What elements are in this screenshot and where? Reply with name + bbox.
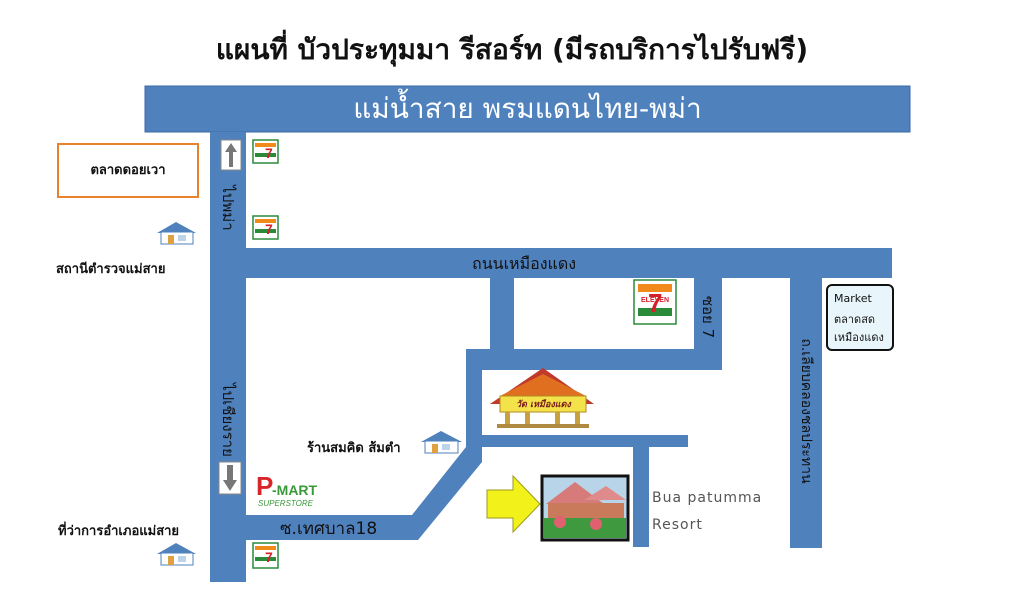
road-thesaban18-label: ซ.เทศบาล18 bbox=[280, 519, 378, 539]
svg-text:-MART: -MART bbox=[272, 482, 318, 498]
svg-text:7: 7 bbox=[648, 288, 662, 318]
market-th1-label: ตลาดสด bbox=[834, 313, 876, 326]
arrow-down-icon bbox=[218, 461, 242, 495]
district-office-label: ที่ว่าการอำเภอแม่สาย bbox=[58, 524, 180, 539]
svg-text:7: 7 bbox=[265, 145, 273, 161]
market-th2-label: เหมืองแดง bbox=[834, 331, 884, 344]
road-to-burma-label: ไปพม่า bbox=[219, 185, 237, 231]
road-to-chiang-rai-label: ไปเชียงราย bbox=[219, 383, 237, 457]
temple-icon bbox=[490, 368, 594, 428]
seven-eleven-large-icon: 7 ELEVEN bbox=[633, 279, 677, 325]
seven-eleven-icon: 7 bbox=[252, 215, 279, 240]
police-station-label: สถานีตำรวจแม่สาย bbox=[56, 262, 166, 277]
resort-name-label: Bua patumma bbox=[652, 490, 763, 506]
house-icon bbox=[421, 431, 462, 454]
market-en-label: Market bbox=[834, 292, 872, 305]
road-liap-khlong bbox=[790, 278, 822, 548]
arrow-right-icon bbox=[486, 474, 541, 534]
road-temple-vertical bbox=[466, 349, 482, 447]
svg-text:7: 7 bbox=[265, 221, 273, 237]
shop-label: ร้านสมคิด ส้มตำ bbox=[307, 441, 401, 456]
river-band bbox=[144, 85, 911, 133]
seven-eleven-icon: 7 bbox=[252, 542, 279, 569]
svg-text:SUPERSTORE: SUPERSTORE bbox=[258, 499, 314, 508]
svg-text:P: P bbox=[256, 471, 273, 501]
road-main-vertical bbox=[210, 132, 246, 582]
svg-text:ELEVEN: ELEVEN bbox=[641, 297, 669, 304]
page-title: แผนที่ บัวประทุมมา รีสอร์ท (มีรถบริการไป… bbox=[215, 33, 809, 66]
resort-photo bbox=[540, 474, 630, 542]
resort-type-label: Resort bbox=[652, 517, 703, 533]
house-icon bbox=[157, 543, 196, 566]
road-liap-khlong-label: ถ.เลียบคลองชลประทาน bbox=[798, 338, 814, 484]
pmart-logo: P -MART SUPERSTORE bbox=[256, 471, 318, 508]
arrow-up-icon bbox=[220, 139, 242, 171]
doi-wao-market-box: ตลาดดอยเวา bbox=[57, 143, 199, 198]
road-soi7-label: ซอย 7 bbox=[699, 295, 717, 339]
river-label: แม่น้ำสาย พรมแดนไทย-พม่า bbox=[353, 92, 702, 125]
svg-text:7: 7 bbox=[265, 549, 273, 565]
muang-daeng-market-box: Market ตลาดสด เหมืองแดง bbox=[826, 284, 894, 351]
temple-label: วัด เหมืองแดง bbox=[516, 400, 571, 410]
road-resort-vertical bbox=[633, 447, 649, 547]
house-icon bbox=[157, 222, 196, 245]
doi-wao-market-label: ตลาดดอยเวา bbox=[90, 163, 166, 178]
road-muang-daeng-label: ถนนเหมืองแดง bbox=[472, 254, 577, 273]
seven-eleven-icon: 7 bbox=[252, 139, 279, 164]
road-muang-daeng bbox=[246, 248, 892, 278]
road-connector bbox=[490, 278, 514, 350]
road-soi7-horizontal bbox=[466, 349, 722, 370]
road-thesaban18 bbox=[246, 447, 482, 540]
road-temple-horizontal bbox=[466, 435, 688, 447]
